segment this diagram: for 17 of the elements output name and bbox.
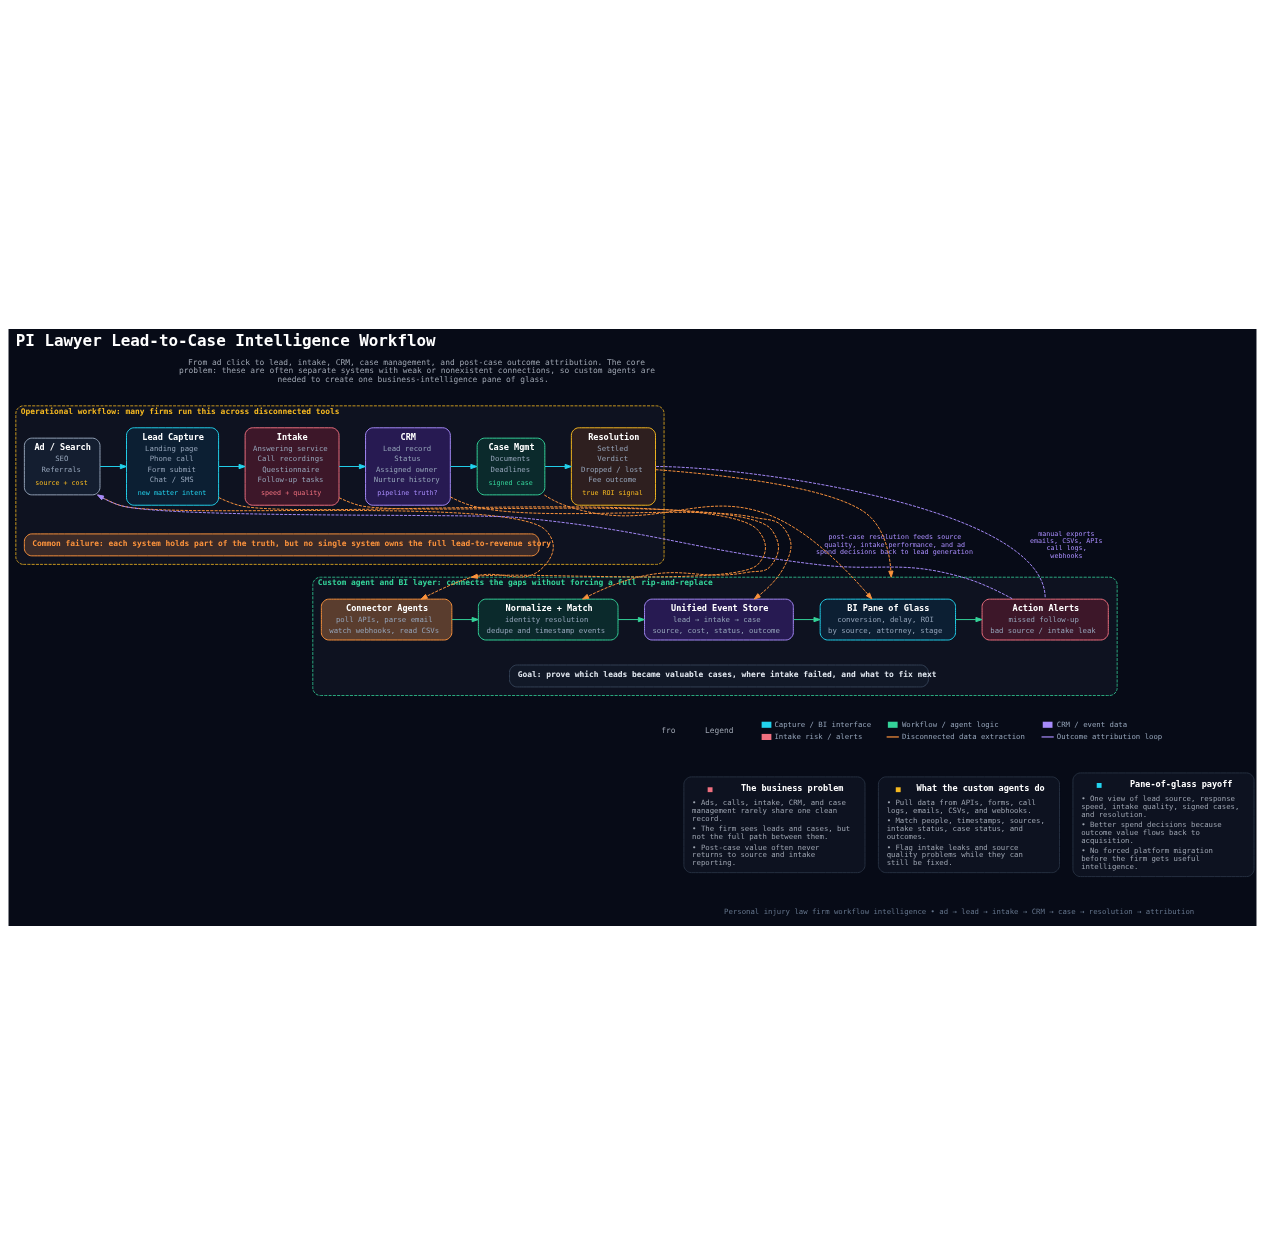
- arrow: [955, 616, 983, 622]
- arrow: [449, 463, 478, 469]
- arrow: [99, 463, 127, 469]
- arrow: [218, 463, 246, 469]
- arrow: [655, 468, 894, 578]
- arrow: [451, 616, 479, 622]
- diagram-title: PI Lawyer Lead-to-Case Intelligence Workflow: [15, 330, 436, 350]
- arrow: [617, 616, 645, 622]
- arrow: [338, 496, 779, 600]
- arrow: [97, 493, 554, 600]
- arrow: [218, 496, 766, 579]
- arrow: [338, 463, 366, 469]
- arrow: [543, 494, 873, 599]
- arrow: [544, 463, 572, 469]
- arrow: [793, 616, 821, 622]
- connector: [655, 465, 1046, 599]
- arrow: [449, 495, 792, 600]
